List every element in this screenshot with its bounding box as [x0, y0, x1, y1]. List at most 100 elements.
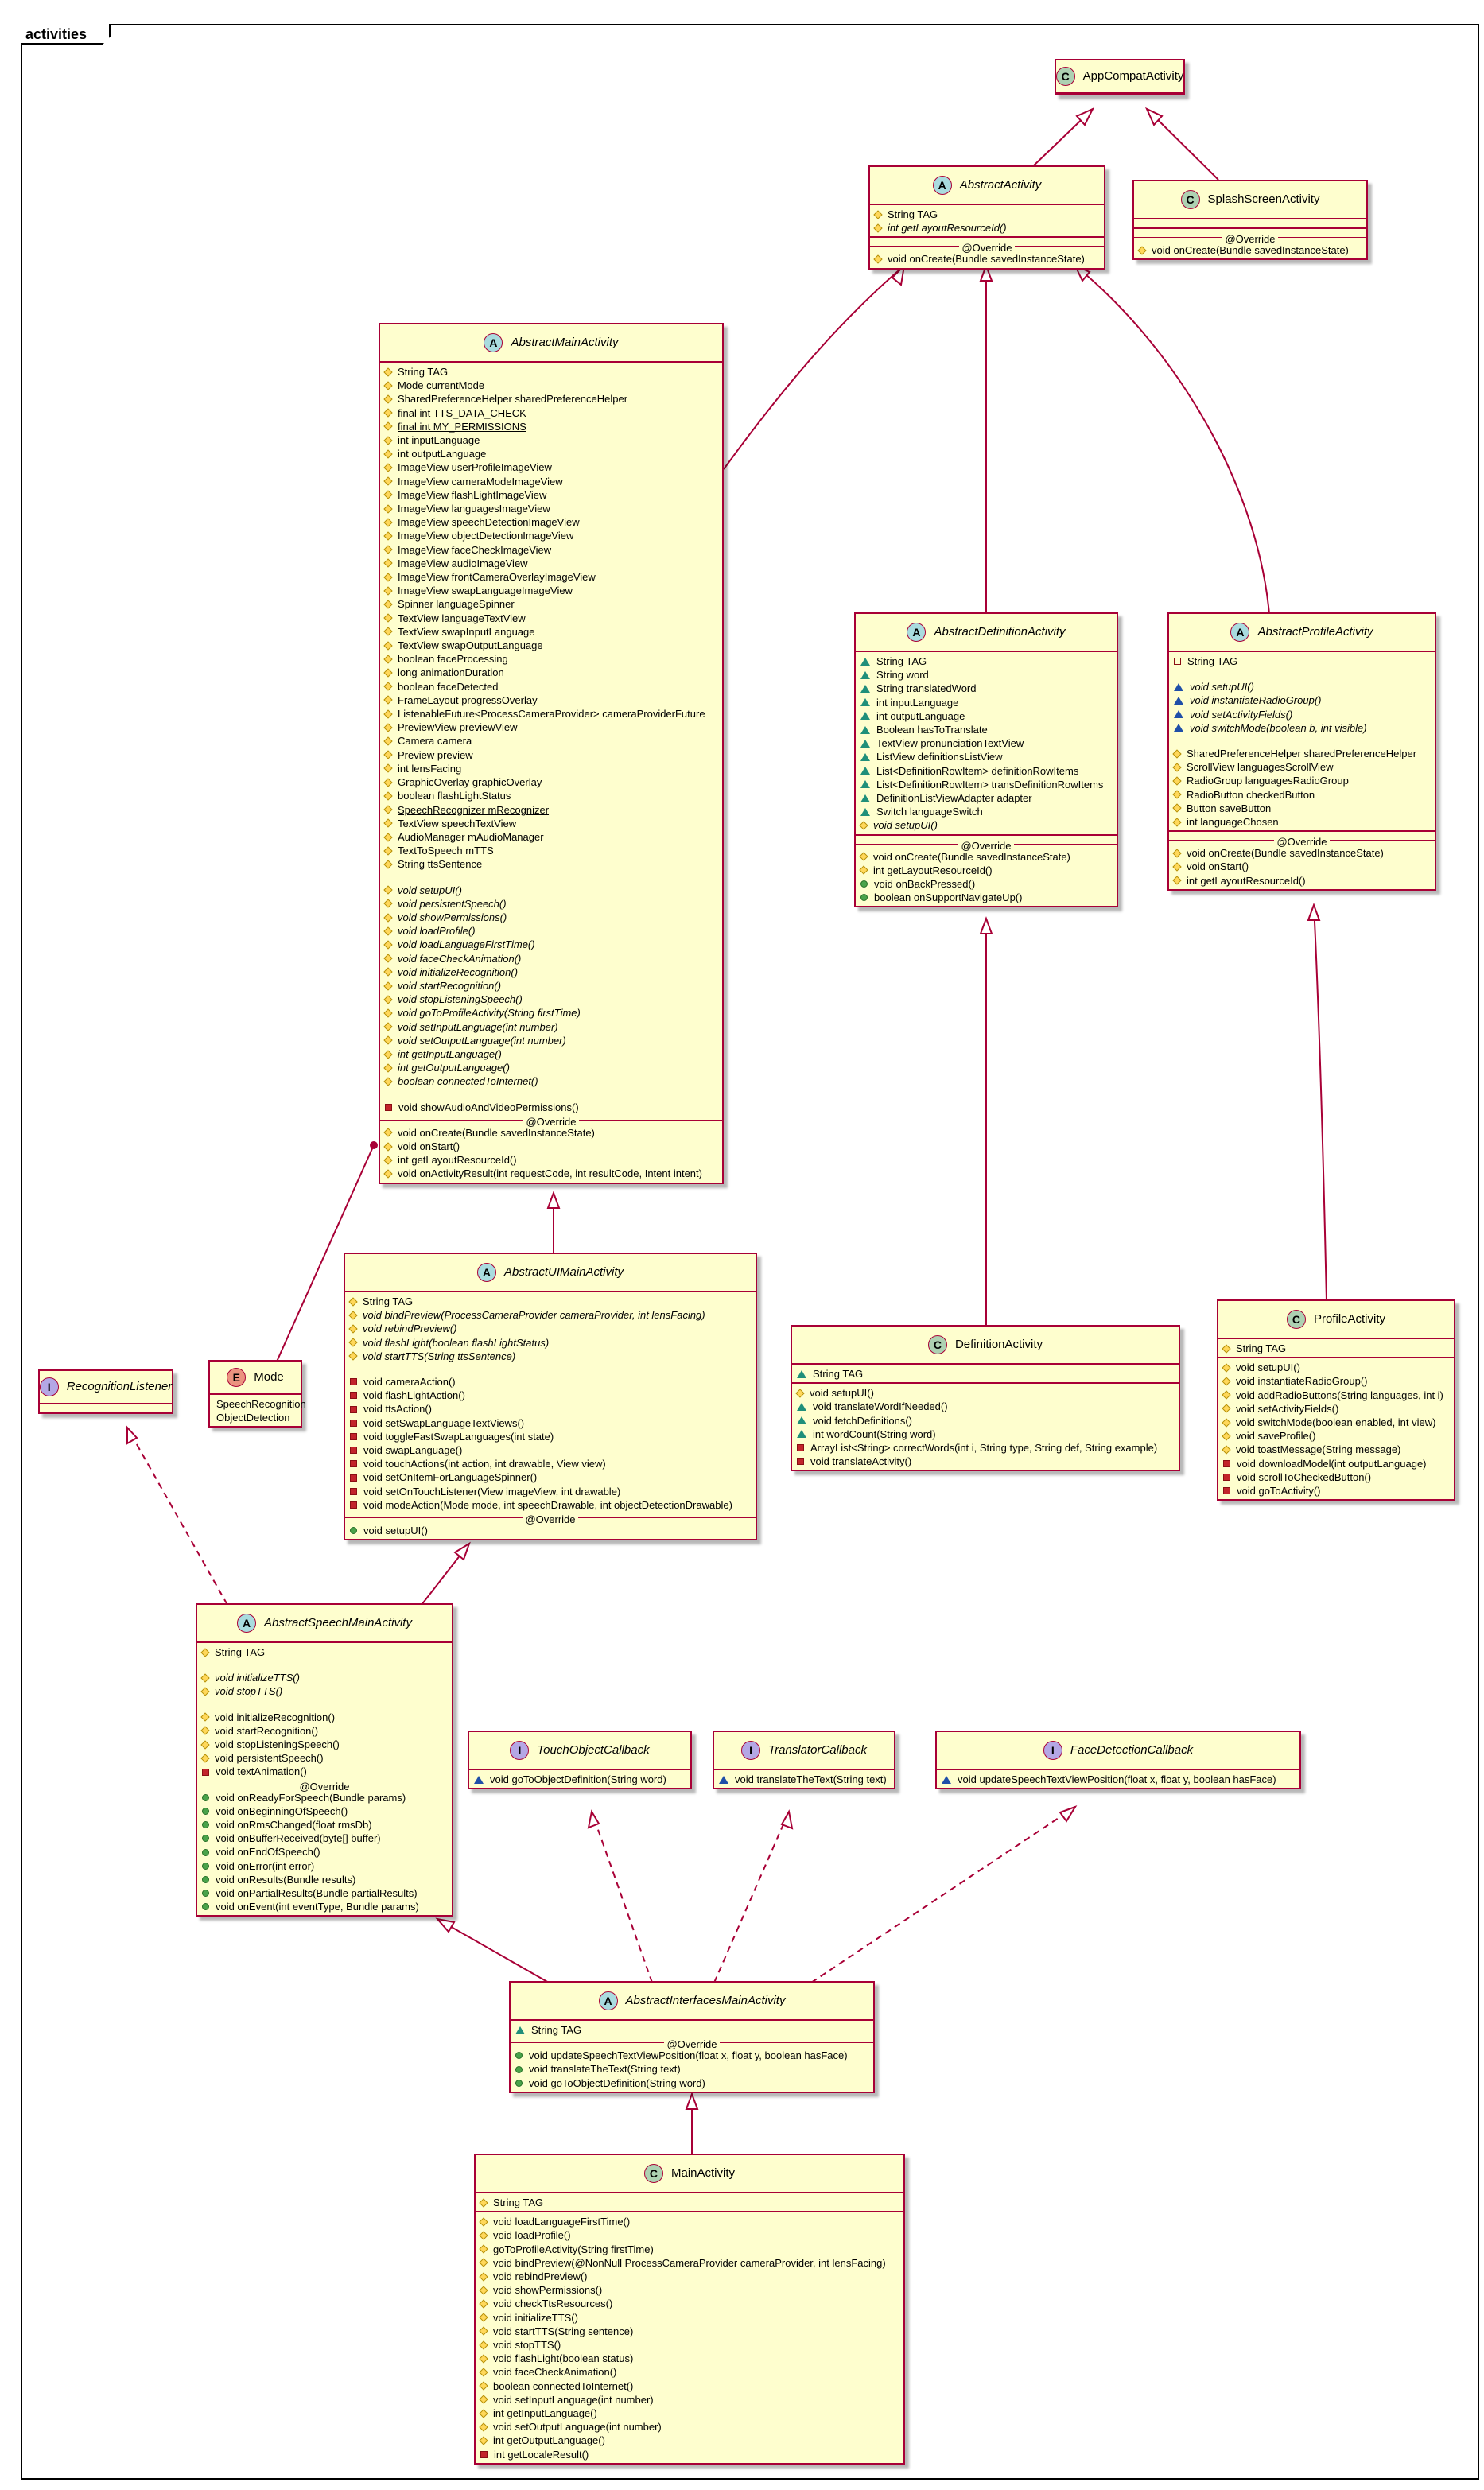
member-row: String TAG: [797, 1367, 1174, 1381]
visibility-icon: [383, 805, 393, 814]
member-row: void initializeTTS(): [200, 1671, 447, 1684]
member-row: Camera camera: [383, 734, 717, 748]
member-text: ObjectDetection: [216, 1412, 290, 1424]
visibility-icon: [480, 2450, 488, 2458]
member-text: void faceCheckAnimation(): [398, 952, 522, 965]
class-name: TranslatorCallback: [768, 1743, 867, 1758]
member-text: ListenableFuture<ProcessCameraProvider> …: [398, 708, 705, 721]
spacer: [385, 872, 717, 884]
visibility-icon: [383, 791, 393, 801]
visibility-icon: [1222, 1445, 1231, 1455]
member-text: void showPermissions(): [398, 911, 507, 923]
override-separator: @Override: [1169, 835, 1435, 849]
methods-section: void setupUI()void translateWordIfNeeded…: [792, 1382, 1179, 1470]
member-row: String ttsSentence: [383, 857, 717, 871]
visibility-icon: [479, 2381, 488, 2391]
visibility-icon: [383, 940, 393, 950]
member-row: int getOutputLanguage(): [383, 1061, 717, 1074]
member-text: SharedPreferenceHelper sharedPreferenceH…: [398, 393, 628, 406]
visibility-icon: [200, 1726, 210, 1736]
override-separator: @Override: [511, 2037, 873, 2051]
member-row: String TAG: [860, 655, 1112, 668]
abstract-icon: A: [484, 333, 503, 352]
member-row: int getLayoutResourceId(): [859, 864, 1112, 877]
member-text: List<DefinitionRowItem> transDefinitionR…: [876, 778, 1104, 791]
visibility-icon: [383, 981, 393, 991]
visibility-icon: [383, 1141, 393, 1152]
member-row: int inputLanguage: [383, 433, 717, 447]
member-row: boolean flashLightStatus: [383, 789, 717, 802]
member-text: void updateSpeechTextViewPosition(float …: [958, 1773, 1276, 1785]
member-text: void flashLightAction(): [363, 1389, 465, 1402]
member-text: void setOutputLanguage(int number): [493, 2421, 662, 2434]
member-text: void updateSpeechTextViewPosition(float …: [529, 2049, 848, 2062]
visibility-icon: [479, 2197, 488, 2208]
member-text: void fetchDefinitions(): [813, 1414, 912, 1427]
member-row: SpeechRecognizer mRecognizer: [383, 803, 717, 817]
member-row: int getLayoutResourceId(): [383, 1153, 717, 1167]
member-row: void onCreate(Bundle savedInstanceState): [383, 1126, 717, 1140]
member-row: void stopListeningSpeech(): [200, 1738, 447, 1751]
visibility-icon: [873, 223, 883, 233]
visibility-icon: [1222, 1431, 1231, 1441]
member-row: void setOutputLanguage(int number): [383, 1034, 717, 1047]
arrowhead: [1144, 107, 1164, 126]
member-text: void translateTheText(String text): [735, 1773, 887, 1785]
member-text: void goToProfileActivity(String firstTim…: [398, 1007, 581, 1020]
member-text: ImageView userProfileImageView: [398, 461, 552, 474]
class-icon: C: [927, 1335, 947, 1354]
visibility-icon: [860, 657, 870, 666]
member-text: void onError(int error): [216, 1859, 315, 1872]
member-row: void onRmsChanged(float rmsDb): [202, 1818, 447, 1832]
member-text: String word: [876, 669, 929, 682]
member-text: void cameraAction(): [363, 1376, 456, 1389]
member-text: int getLayoutResourceId(): [888, 222, 1007, 235]
member-row: void loadLanguageFirstTime(): [479, 2215, 899, 2228]
visibility-icon: [383, 531, 393, 541]
member-text: SpeechRecognition: [216, 1398, 306, 1410]
member-row: Mode currentMode: [383, 379, 717, 392]
member-text: void onBackPressed(): [874, 878, 976, 891]
visibility-icon: [1172, 803, 1182, 814]
member-text: long animationDuration: [398, 666, 504, 679]
member-text: ImageView speechDetectionImageView: [398, 516, 580, 529]
member-text: void onCreate(Bundle savedInstanceState): [873, 850, 1070, 863]
arrowhead: [453, 1541, 471, 1561]
member-row: void stopTTS(): [479, 2338, 899, 2352]
member-text: TextView speechTextView: [398, 817, 517, 829]
arrowhead: [891, 263, 906, 286]
member-row: int getOutputLanguage(): [479, 2434, 899, 2447]
member-row: int outputLanguage: [383, 447, 717, 460]
visibility-icon: [860, 894, 868, 902]
visibility-icon: [479, 2313, 488, 2322]
member-row: void flashLightAction(): [350, 1389, 751, 1402]
separator-label: @Override: [523, 1115, 579, 1128]
member-text: void onStart(): [1187, 860, 1249, 873]
member-text: ImageView audioImageView: [398, 557, 528, 569]
inherit-main-abstractactivity: [723, 265, 905, 470]
visibility-icon: [383, 954, 393, 963]
member-text: boolean onSupportNavigateUp(): [874, 892, 1023, 904]
member-text: SpeechRecognizer mRecognizer: [398, 803, 550, 816]
member-text: FrameLayout progressOverlay: [398, 693, 538, 706]
visibility-icon: [479, 2244, 488, 2254]
visibility-icon: [1222, 1363, 1231, 1373]
abstract-icon: A: [237, 1614, 257, 1633]
member-text: void setupUI(): [810, 1387, 874, 1400]
member-text: ImageView flashLightImageView: [398, 488, 547, 501]
visibility-icon: [859, 852, 868, 861]
member-text: void onEndOfSpeech(): [216, 1846, 320, 1859]
visibility-icon: [873, 254, 883, 264]
class-name: AbstractInterfacesMainActivity: [625, 1994, 786, 2008]
member-row: ScrollView languagesScrollView: [1172, 760, 1430, 774]
visibility-icon: [383, 832, 393, 842]
member-row: void goToObjectDefinition(String word): [474, 1773, 686, 1786]
member-text: void switchMode(boolean enabled, int vie…: [1236, 1416, 1436, 1429]
member-text: void setupUI(): [1190, 681, 1254, 693]
